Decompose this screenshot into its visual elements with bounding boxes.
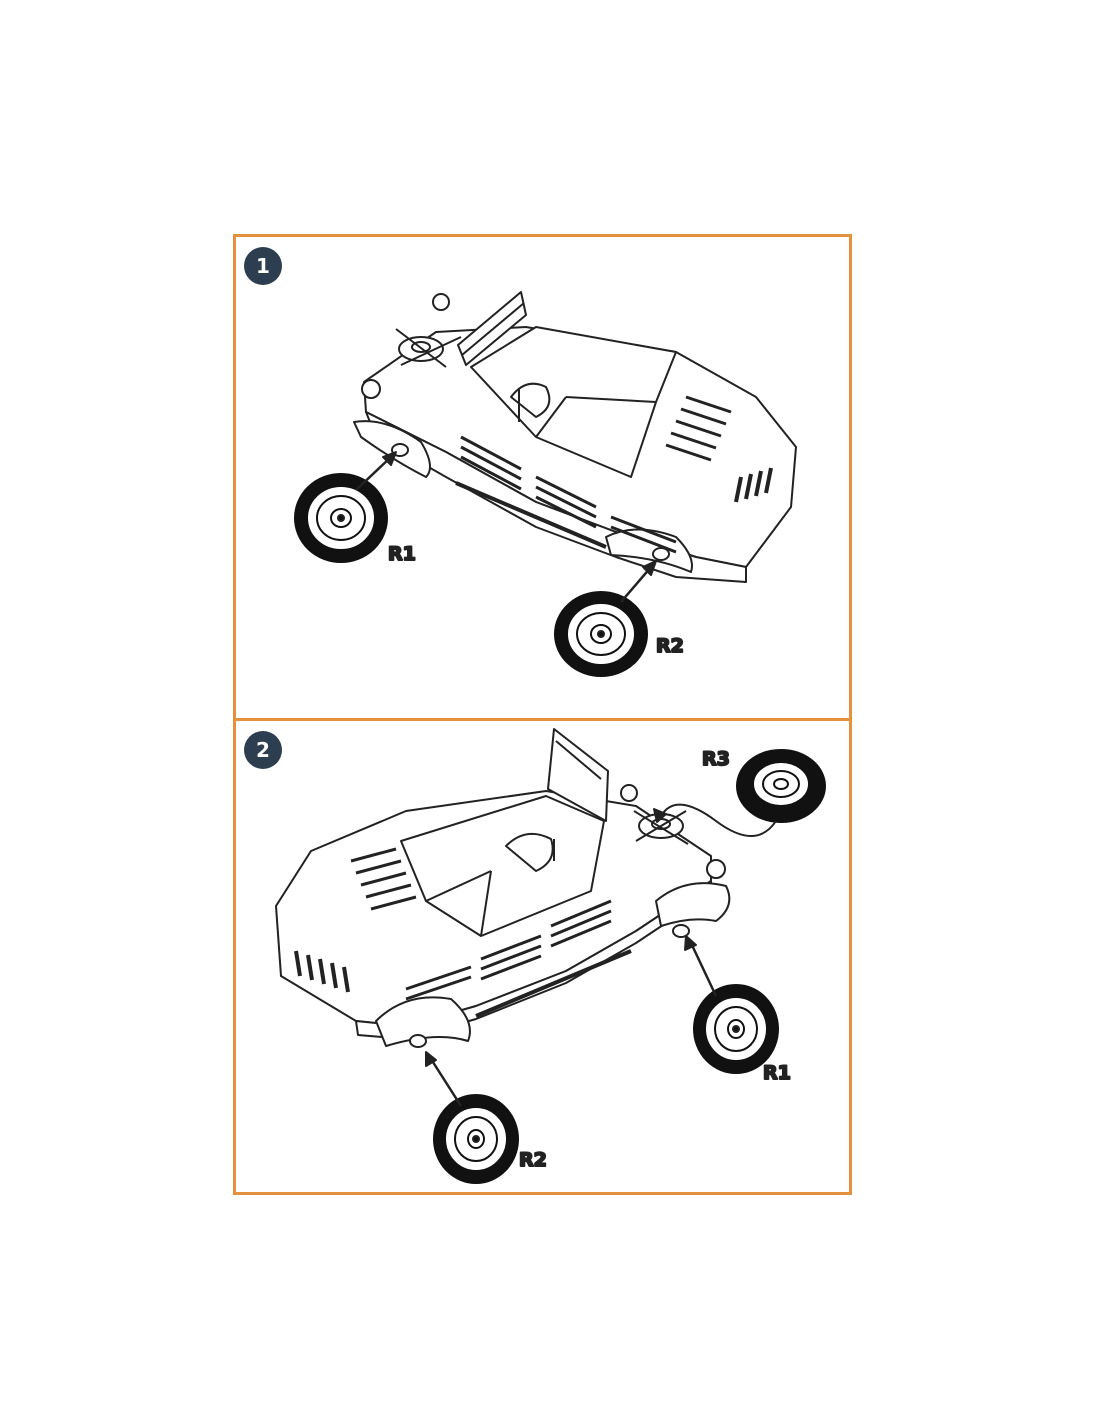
- arrow-r1: [684, 935, 718, 997]
- step-divider: [236, 718, 849, 721]
- instruction-frame: 1: [233, 234, 852, 1195]
- arrow-r2: [620, 560, 657, 603]
- vehicle-body: [353, 291, 797, 583]
- label-r1: R1: [763, 1062, 791, 1084]
- wheel-r1: [693, 984, 779, 1074]
- step-2-badge: 2: [244, 731, 282, 769]
- arrow-r1: [355, 451, 397, 491]
- label-r3: R3: [702, 748, 730, 770]
- wheel-r3: [736, 749, 826, 823]
- label-r2: R2: [519, 1149, 547, 1171]
- arrow-r3: [653, 803, 777, 837]
- vehicle-body: [275, 728, 731, 1048]
- step-1-diagram: R1 R2: [294, 291, 797, 677]
- arrow-r2: [425, 1051, 463, 1107]
- step-1-panel: 1: [236, 237, 849, 718]
- wheel-r1: [294, 473, 388, 563]
- wheel-r2: [554, 591, 648, 677]
- step-2-panel: 2: [236, 721, 849, 1195]
- label-r1: R1: [388, 543, 416, 565]
- wheel-r2: [433, 1094, 519, 1184]
- step-2-diagram: R3 R1: [275, 728, 826, 1184]
- step-1-badge: 1: [244, 247, 282, 285]
- label-r2: R2: [656, 635, 684, 657]
